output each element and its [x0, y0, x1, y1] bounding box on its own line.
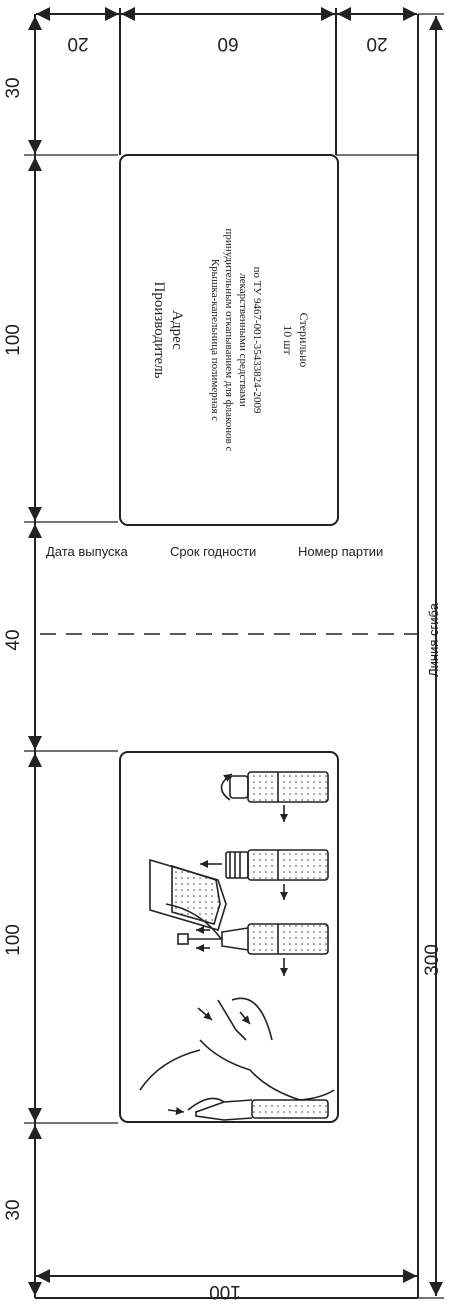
right-dimension-line [418, 13, 444, 1299]
dim-total-width: 100 [209, 1281, 241, 1302]
instructions-panel [119, 751, 339, 1123]
batch-number-label: Номер партии [298, 544, 383, 559]
dim-top-right: 20 [366, 33, 387, 54]
sterile-text: Стерильно [297, 313, 311, 368]
instruction-step-3 [165, 903, 329, 976]
sheet-outline [34, 14, 419, 1299]
dim-total-length: 300 [422, 944, 443, 976]
address-text: Адрес [169, 310, 185, 350]
instruction-step-5 [139, 1049, 329, 1121]
product-line-2: принудительным откапыванием для флаконов… [223, 229, 235, 452]
product-line-4: по ТУ 9467-001-35433824-2009 [251, 267, 263, 414]
product-line-3: лекарственными средствами [237, 273, 249, 407]
top-dimension-lines [36, 7, 417, 155]
fold-line-label: Линия сгиба [426, 602, 441, 677]
instruction-step-4 [149, 858, 335, 1101]
instruction-step-2 [200, 849, 329, 900]
dim-left-bottom: 30 [3, 1199, 24, 1220]
dim-left-lower: 100 [3, 924, 24, 956]
dim-top-middle: 60 [217, 33, 238, 54]
release-date-label: Дата выпуска [46, 544, 129, 559]
instruction-step-1 [220, 771, 329, 822]
dim-left-middle: 40 [3, 629, 24, 650]
dim-top-left: 20 [67, 33, 88, 54]
dim-left-top: 30 [3, 77, 24, 98]
dim-left-upper: 100 [3, 324, 24, 356]
quantity-text: 10 шт [281, 325, 295, 355]
product-line-1: Крышка-капельница полимерная с [209, 259, 221, 421]
manufacturer-text: Производитель [151, 281, 167, 378]
label-panel [119, 154, 339, 526]
top-dimension-text: 20 60 20 [67, 33, 387, 54]
left-dimension-ticks [24, 154, 418, 1124]
left-dimension-text: 30 100 40 100 30 [3, 77, 24, 1220]
label-panel-text: Производитель Адрес Крышка-капельница по… [151, 229, 311, 452]
expiry-date-label: Срок годности [170, 544, 256, 559]
